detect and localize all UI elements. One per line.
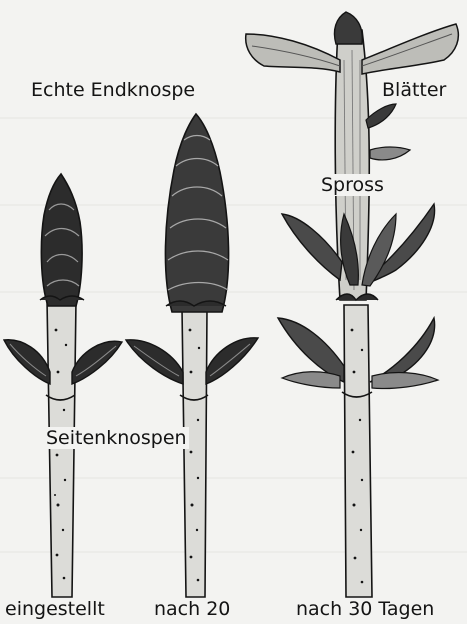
lateral-shoot-right-2 (372, 373, 438, 389)
label-lateral-buds: Seitenknospen (44, 427, 189, 449)
twig-day-0 (4, 174, 122, 597)
label-leaves: Blätter (380, 79, 448, 101)
scale-leaf-1 (282, 214, 342, 280)
label-terminal-bud: Echte Endknospe (29, 79, 197, 101)
twig-day-20 (126, 114, 258, 597)
lateral-shoot-left-2 (282, 372, 340, 388)
stem-2 (182, 308, 207, 597)
caption-day-0: eingestellt (5, 598, 105, 620)
caption-day-20: nach 20 (154, 598, 230, 620)
label-shoot: Spross (319, 174, 386, 196)
top-bud-tip (334, 12, 362, 44)
stem-3 (344, 305, 372, 597)
caption-day-30: nach 30 Tagen (296, 598, 434, 620)
lateral-bud-2-right (206, 338, 258, 384)
